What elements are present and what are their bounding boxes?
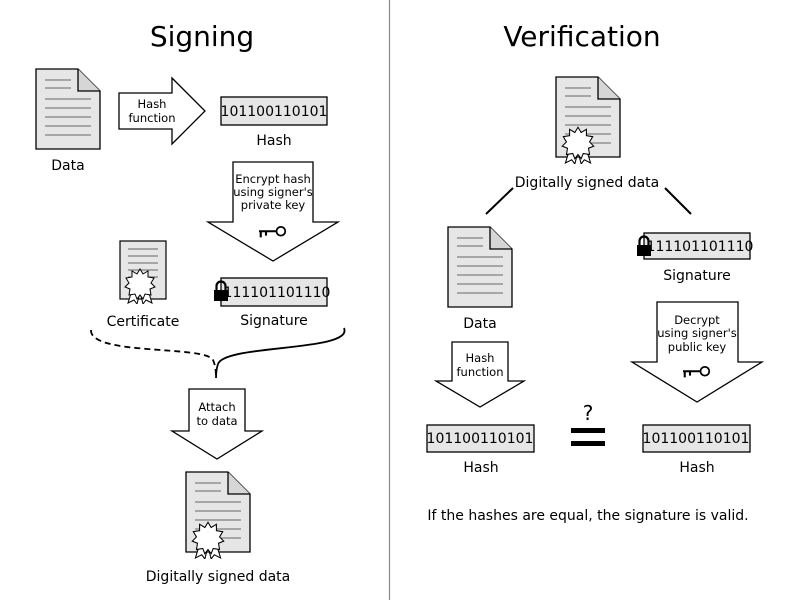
data-label: Data	[51, 158, 84, 174]
equals-sign-bottom	[571, 441, 605, 446]
split-line-left	[485, 187, 514, 215]
decrypt-line-2: using signer's	[657, 326, 736, 340]
verify-hash-function-line-2: function	[457, 365, 504, 379]
hash-label: Hash	[256, 133, 291, 149]
verify-signature-value: 111101101110	[647, 239, 754, 255]
verification-title: Verification	[503, 20, 660, 53]
verify-signature-label: Signature	[663, 268, 731, 284]
verify-hash-box-left	[426, 424, 535, 453]
encrypt-line-2: using signer's	[233, 185, 312, 199]
decrypt-line-3: public key	[668, 340, 727, 354]
hash-function-line-2: function	[129, 111, 176, 125]
certificate-brace	[90, 329, 217, 379]
data-document-icon	[35, 68, 101, 150]
verify-hash-function-line-1: Hash	[466, 351, 495, 365]
verify-hash-value-right: 101100110101	[643, 431, 750, 447]
verification-conclusion: If the hashes are equal, the signature i…	[427, 508, 748, 524]
hash-box	[220, 96, 328, 126]
decrypt-line-1: Decrypt	[674, 313, 720, 327]
verify-data-label: Data	[463, 316, 496, 332]
signing-title: Signing	[150, 20, 254, 53]
compare-question-mark: ?	[583, 401, 594, 425]
split-line-right	[664, 187, 692, 215]
signature-brace	[215, 327, 346, 379]
verify-hash-function-arrow	[433, 341, 527, 408]
signature-label: Signature	[240, 313, 308, 329]
encrypt-arrow	[205, 161, 341, 262]
signature-value: 111101101110	[224, 285, 331, 301]
hash-function-arrow	[118, 76, 206, 146]
encrypt-line-3: private key	[241, 198, 306, 212]
verify-hash-label-right: Hash	[679, 460, 714, 476]
signed-data-label: Digitally signed data	[146, 569, 290, 585]
attach-line-2: to data	[196, 414, 237, 428]
verify-hash-box-right	[642, 424, 751, 453]
verify-data-document-icon	[447, 226, 513, 308]
attach-arrow	[169, 388, 265, 460]
decrypt-arrow	[629, 301, 765, 403]
certificate-label: Certificate	[107, 314, 180, 330]
verify-signed-data-label: Digitally signed data	[515, 175, 659, 191]
hash-value: 101100110101	[221, 104, 328, 120]
verify-signature-box	[643, 232, 751, 260]
verification-panel: Verification Digitally signed data Data …	[426, 20, 765, 524]
equals-sign-top	[571, 428, 605, 433]
signing-panel: Signing Data Hash function 101100110101 …	[35, 20, 346, 585]
verify-hash-label-left: Hash	[463, 460, 498, 476]
hash-function-line-1: Hash	[138, 97, 167, 111]
verify-hash-value-left: 101100110101	[427, 431, 534, 447]
encrypt-line-1: Encrypt hash	[235, 172, 311, 186]
attach-line-1: Attach	[198, 400, 235, 414]
